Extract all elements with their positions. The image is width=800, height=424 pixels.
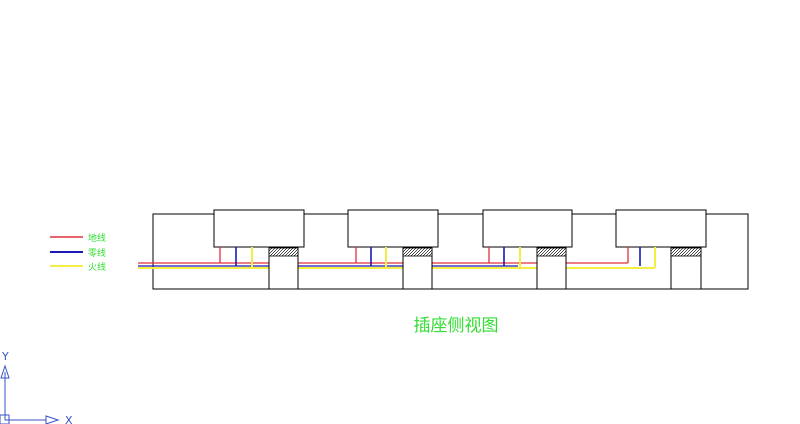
- socket-4: [615, 209, 707, 290]
- socket-faceplate: [347, 209, 439, 248]
- wall-outline: [152, 213, 749, 290]
- legend: 地线 零线 火线: [50, 232, 106, 273]
- ucs-x-label: X: [65, 414, 73, 424]
- ucs-y-arrow: [0, 364, 10, 379]
- drawing-title: 插座侧视图: [414, 316, 499, 336]
- socket-faceplate: [482, 209, 573, 248]
- socket-2: [347, 209, 439, 290]
- ucs-icon: Y X: [0, 350, 73, 424]
- socket-3: [482, 209, 573, 290]
- legend-live-label: 火线: [88, 261, 106, 273]
- socket-hatch: [268, 247, 299, 257]
- socket-hatch: [536, 247, 567, 257]
- socket-1: [213, 209, 305, 290]
- socket-faceplate: [615, 209, 707, 248]
- ucs-x-arrow: [45, 415, 60, 424]
- socket-hatch: [402, 247, 433, 257]
- socket-faceplate: [213, 209, 305, 248]
- socket-hatch: [670, 247, 702, 257]
- ucs-y-label: Y: [1, 350, 9, 363]
- ucs-origin-box: [0, 414, 10, 424]
- wire-run: [138, 262, 655, 269]
- legend-ground-label: 地线: [88, 232, 106, 244]
- legend-neutral-label: 零线: [88, 247, 106, 259]
